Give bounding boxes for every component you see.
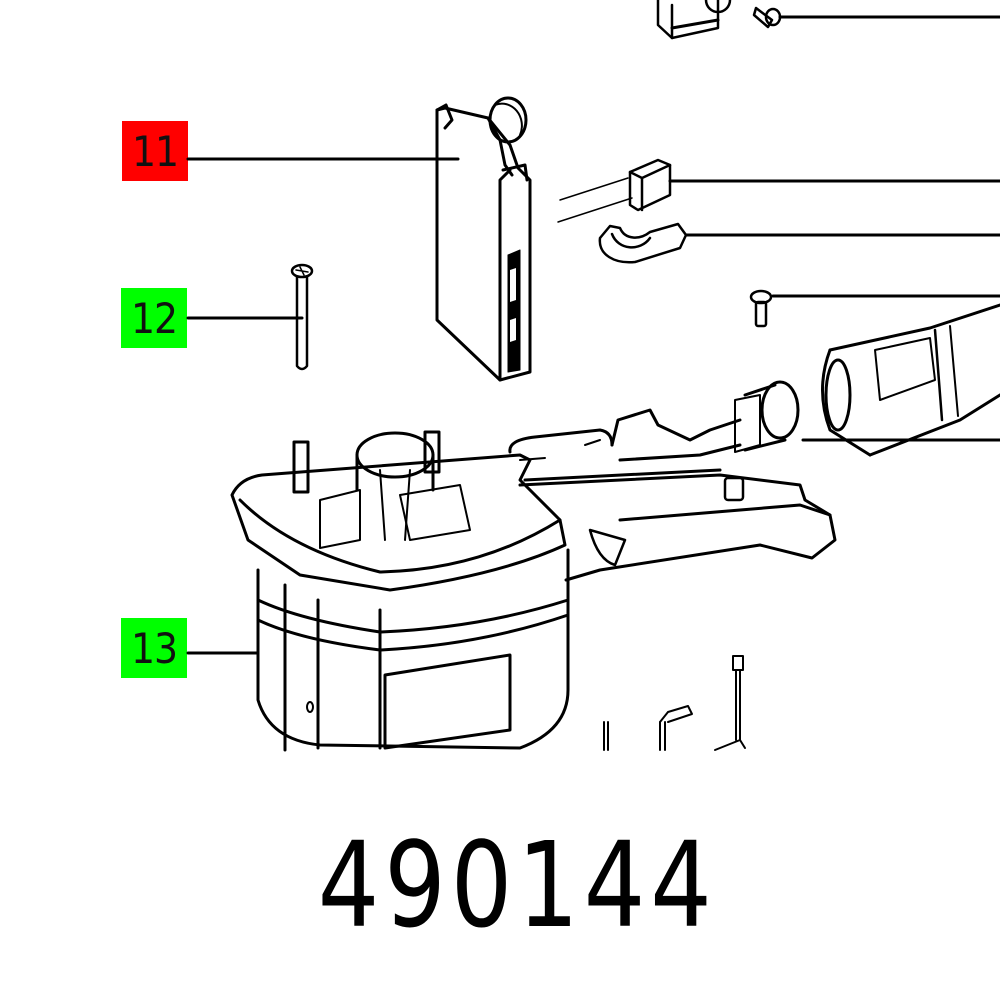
part-number: 490144 [317, 816, 717, 954]
callout-11-label: 11 [131, 126, 179, 176]
callout-12-label: 12 [130, 293, 178, 343]
small-screw-top [752, 6, 782, 29]
carbon-brush [628, 158, 672, 212]
brush-wires [557, 177, 633, 223]
socket-part [508, 380, 800, 462]
plug-connector [821, 303, 1000, 457]
callout-12[interactable]: 12 [121, 288, 187, 348]
short-screw [749, 289, 773, 328]
callout-13-label: 13 [130, 623, 178, 673]
callout-11[interactable]: 11 [122, 121, 188, 181]
leader-lines [186, 15, 1000, 655]
spring-clip [598, 222, 688, 264]
brush-holder-fragment [656, 0, 732, 40]
wire-terminals [603, 655, 746, 751]
part-13-motor-housing [230, 430, 837, 752]
part-12-long-screw [290, 263, 314, 371]
callout-13[interactable]: 13 [121, 618, 187, 678]
part-11-brush-plate [435, 96, 532, 382]
